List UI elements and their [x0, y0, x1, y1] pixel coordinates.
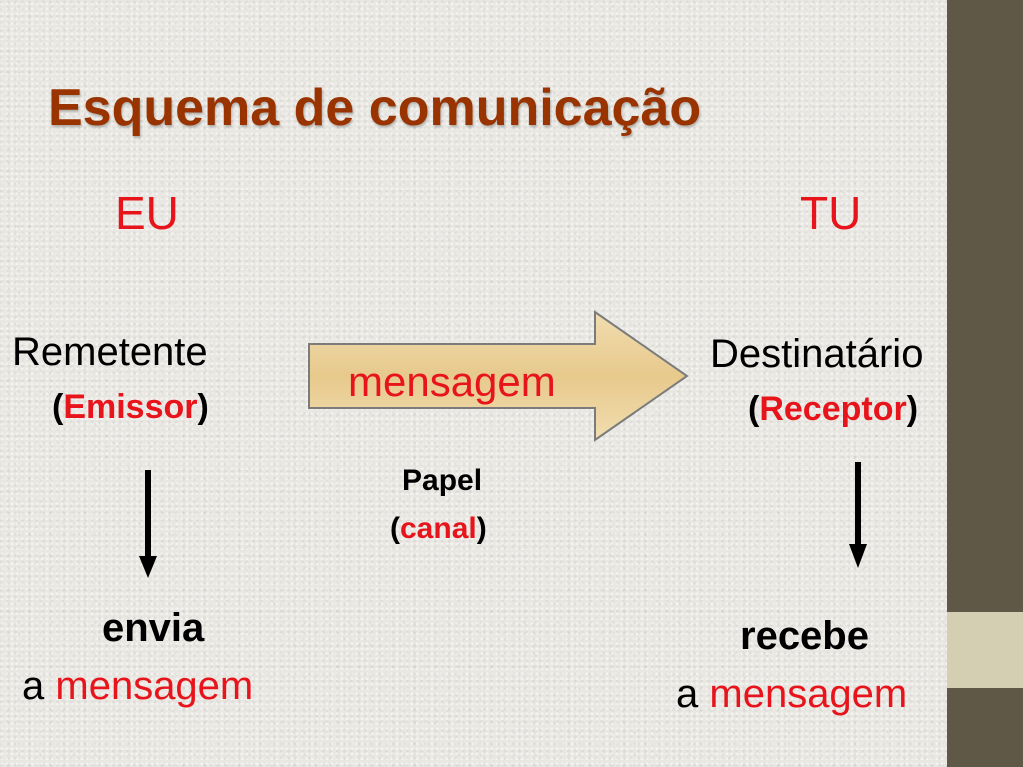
- sender-alt-term: Emissor: [63, 388, 198, 426]
- sender-alt: (Emissor): [52, 388, 209, 427]
- receiver-alt: (Receptor): [748, 390, 918, 429]
- side-decoration-accent: [947, 612, 1023, 688]
- sender-object: a mensagem: [22, 664, 253, 709]
- receiver-action: recebe: [740, 614, 869, 658]
- sender-object-word: mensagem: [55, 664, 254, 708]
- sender-alt-close: ): [197, 388, 209, 426]
- receiver-pronoun: TU: [800, 187, 862, 239]
- sender-pronoun: EU: [115, 187, 179, 239]
- receiver-object-word: mensagem: [709, 672, 908, 716]
- sender-object-article: a: [22, 664, 45, 708]
- channel-term: canal: [400, 512, 477, 545]
- receiver-alt-open: (: [748, 390, 760, 428]
- channel-open: (: [390, 512, 400, 545]
- slide: Esquema de comunicação EU Remetente (Emi…: [12, 79, 924, 717]
- receiver-down-arrow: [849, 462, 867, 568]
- receiver-role: Destinatário: [710, 332, 924, 376]
- channel-close: ): [476, 512, 487, 545]
- sender-role: Remetente: [12, 330, 208, 374]
- sender-down-arrow: [139, 470, 157, 578]
- message-channel: (canal): [390, 512, 487, 546]
- receiver-object: a mensagem: [676, 672, 907, 717]
- message-arrow: [308, 310, 689, 442]
- receiver-alt-close: ): [906, 390, 919, 428]
- slide-title: Esquema de comunicação: [48, 79, 702, 137]
- receiver-alt-term: Receptor: [759, 390, 907, 428]
- message-medium: Papel: [402, 464, 483, 497]
- sender-action: envia: [102, 606, 205, 650]
- message-label: mensagem: [348, 358, 556, 405]
- sender-alt-open: (: [52, 388, 64, 426]
- receiver-object-article: a: [676, 672, 699, 716]
